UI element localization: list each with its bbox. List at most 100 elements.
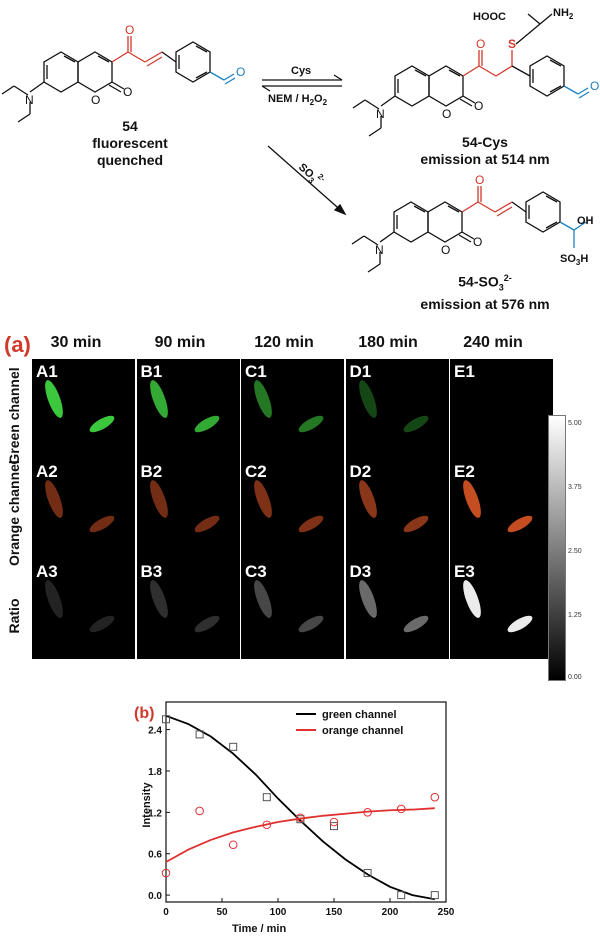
atom-o-cys-aldehyde: O: [590, 79, 599, 93]
data-point-green: [262, 793, 271, 802]
cell-blob: [194, 515, 219, 533]
tile-label: B2: [140, 462, 163, 481]
image-tile-b1: B1: [136, 359, 240, 459]
cell-blob: [358, 480, 377, 518]
row-label-green: Green channel: [6, 367, 22, 465]
panel-a-tag: (a): [4, 332, 31, 357]
cell-signal: [149, 580, 219, 633]
cell-blob: [507, 615, 533, 633]
cell-signal: [358, 580, 428, 633]
image-tile-b2: B2: [136, 459, 240, 559]
cell-blob: [298, 615, 324, 633]
colorbar-tick-5: 0.00: [568, 674, 582, 681]
tile-label: D2: [349, 462, 372, 481]
data-point-green: [330, 822, 338, 831]
compound-54-caption: fluorescent quenched: [92, 135, 168, 168]
cell-blob: [45, 580, 63, 618]
data-point-orange: [228, 840, 238, 850]
data-point-green: [397, 891, 406, 900]
atom-s-cys: S: [508, 37, 516, 51]
tile-label: E3: [454, 562, 475, 581]
tile-label: A3: [36, 562, 58, 581]
tile-label: B3: [140, 562, 163, 581]
cell-signal: [254, 480, 324, 533]
y-tick-label: 0.6: [148, 850, 162, 861]
cell-blob: [403, 415, 428, 433]
tile-label: C2: [245, 462, 267, 481]
compound-54-id: 54: [122, 118, 138, 134]
cell-blob: [254, 580, 272, 618]
tile-label: C1: [245, 362, 267, 381]
data-point-orange: [262, 820, 272, 830]
cell-signal: [463, 580, 533, 633]
equilibrium-arrows: [261, 74, 343, 92]
compound-cys-id: 54-Cys: [462, 134, 508, 150]
colorbar-tick-2: 3.75: [568, 484, 582, 491]
time-label-1: 30 min: [50, 334, 102, 351]
tile-label: A1: [36, 362, 58, 381]
cell-blob: [89, 515, 115, 533]
compound-so3-caption: emission at 576 nm: [420, 296, 550, 313]
cell-blob: [463, 580, 481, 618]
compound-so3-label: 54-SO32- emission at 576 nm: [400, 270, 570, 313]
data-point-green: [430, 891, 439, 900]
cell-blob: [149, 380, 168, 418]
cys-hooc: HOOC: [473, 11, 506, 23]
image-tile-a3: A3: [32, 559, 135, 659]
cell-signal: [254, 580, 324, 633]
atom-o-54-ring: O: [91, 93, 100, 107]
cell-blob: [149, 480, 168, 518]
fit-line-1: [165, 807, 435, 863]
plot-frame: [165, 701, 447, 903]
x-tick-label: 50: [216, 907, 228, 918]
colorbar-tick-4: 1.25: [568, 612, 582, 619]
x-axis-label: Time / min: [232, 923, 286, 935]
x-tick-label: 100: [270, 907, 287, 918]
y-tick-label: 0.0: [148, 891, 162, 902]
tile-label: E2: [454, 462, 475, 481]
compound-54-so3-structure: [351, 186, 587, 273]
compound-cys-caption: emission at 514 nm: [420, 151, 550, 167]
cell-blob: [298, 415, 324, 433]
cell-blob: [403, 615, 428, 633]
colorbar-tick-3: 2.50: [568, 548, 582, 555]
cell-signal: [45, 580, 115, 633]
tile-label: D3: [349, 562, 372, 581]
image-tile-e2: E2: [450, 459, 553, 559]
panel-b-tag: (b): [134, 705, 154, 722]
tile-label: A2: [36, 462, 58, 481]
cell-signal: [149, 380, 219, 433]
image-tile-e1: E1: [450, 359, 553, 459]
reaction-scheme: N N N O O O O O O HOOC NH2 O O S O O O O…: [0, 0, 600, 330]
tile-label: D1: [349, 362, 372, 381]
data-point-orange: [329, 817, 339, 827]
atom-n-54: N: [25, 93, 34, 107]
cell-blob: [89, 615, 115, 633]
row-label-ratio: Ratio: [6, 598, 22, 634]
data-point-orange: [396, 804, 406, 814]
x-tick-label: 0: [163, 907, 169, 918]
image-tile-e3: E3: [450, 559, 553, 659]
cell-signal: [358, 380, 428, 433]
cell-blob: [89, 415, 115, 433]
time-label-3: 120 min: [254, 334, 314, 351]
compound-54-structure: [1, 36, 236, 123]
atom-o-so3-ring: O: [441, 243, 450, 257]
x-tick-label: 200: [382, 907, 399, 918]
colorbar: [548, 415, 566, 681]
atom-o-54-co: O: [123, 85, 132, 99]
legend-label: green channel: [322, 709, 397, 721]
scheme-svg: N N N O O O O O O HOOC NH2 O O S O O O O…: [1, 7, 599, 273]
atom-o-cys-ketone: O: [476, 37, 485, 51]
atom-o-54-ketone: O: [125, 23, 134, 37]
cell-blob: [194, 615, 219, 633]
y-axis-label: Intensity: [141, 782, 153, 828]
cell-signal: [358, 480, 428, 533]
x-tick-label: 150: [326, 907, 343, 918]
atom-o-so3-ketone: O: [475, 173, 484, 187]
cell-blob: [403, 515, 428, 533]
arrow-label-nem: NEM / H2O2: [268, 93, 328, 107]
cell-blob: [45, 480, 63, 518]
time-label-5: 240 min: [463, 334, 523, 351]
